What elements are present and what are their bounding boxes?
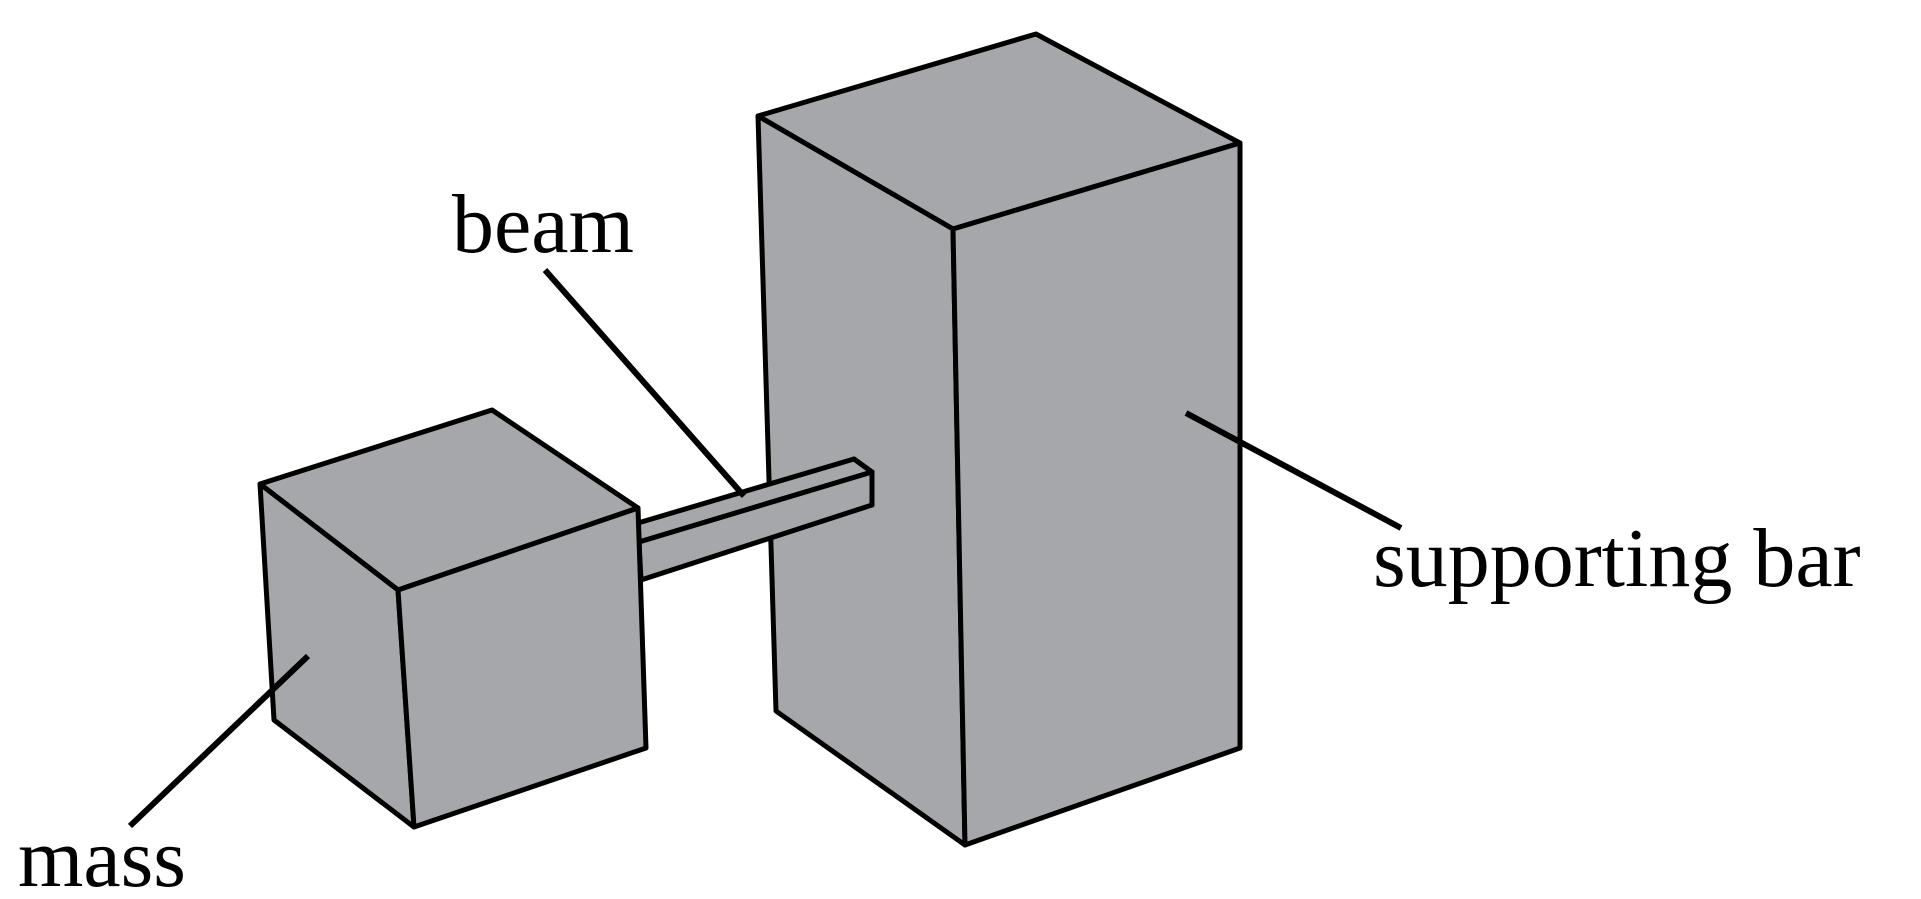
mass-cube xyxy=(257,407,649,830)
supporting-bar xyxy=(755,31,1243,848)
beam-label: beam xyxy=(452,178,634,271)
supporting-bar-label: supporting bar xyxy=(1373,512,1861,605)
beam-leader-line xyxy=(542,268,747,498)
mass-label: mass xyxy=(18,812,186,899)
beam-end-edge xyxy=(851,456,875,508)
mass-front-face xyxy=(395,505,649,830)
mass-leader-line xyxy=(127,653,311,829)
supporting-bar-leader-line xyxy=(1184,410,1403,531)
supporting-bar-right-face xyxy=(950,140,1243,848)
